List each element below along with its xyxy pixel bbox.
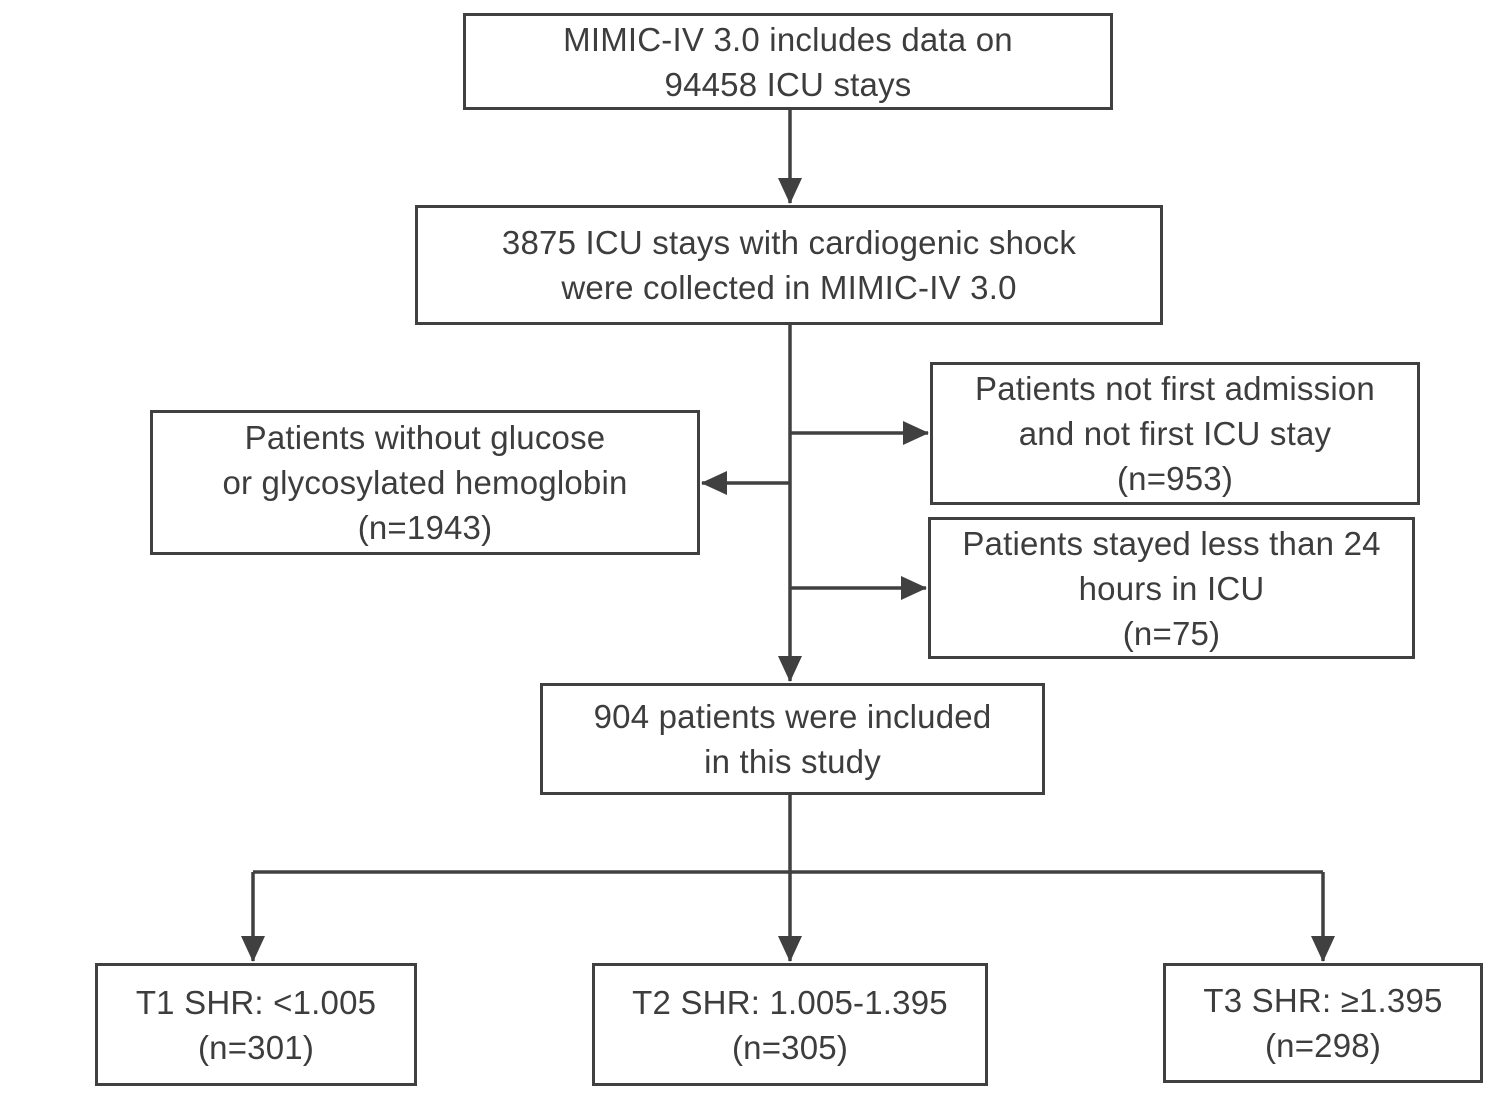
flow-box-text-line: hours in ICU	[1078, 569, 1265, 607]
flow-box-text-line: and not first ICU stay	[1018, 415, 1332, 452]
flow-box-text-line: 94458 ICU stays	[664, 65, 912, 103]
flow-box-count: (n=1943)	[357, 509, 493, 546]
flow-box-included-cohort: 904 patients were included in this study	[540, 683, 1045, 795]
flow-box-collected-cohort: 3875 ICU stays with cardiogenic shock we…	[415, 205, 1163, 325]
flow-box-text-line: Patients not first admission	[975, 370, 1375, 407]
flow-box-text-line: or glycosylated hemoglobin	[222, 464, 628, 501]
flow-box-text-line: T1 SHR: <1.005	[135, 983, 377, 1021]
flow-box-text-line: 3875 ICU stays with cardiogenic shock	[501, 224, 1077, 261]
flow-box-text-line: T3 SHR: ≥1.395	[1203, 982, 1443, 1019]
flow-box-count: (n=75)	[1122, 614, 1221, 652]
flow-box-text-line: T2 SHR: 1.005-1.395	[632, 983, 948, 1021]
flow-box-count: (n=301)	[197, 1028, 315, 1066]
flow-box-count: (n=298)	[1264, 1027, 1382, 1064]
flow-box-tertile-3: T3 SHR: ≥1.395 (n=298)	[1163, 963, 1483, 1083]
flow-box-excluded-short-stay: Patients stayed less than 24 hours in IC…	[928, 517, 1415, 659]
flow-box-count: (n=953)	[1116, 460, 1234, 497]
flow-box-text-line: MIMIC-IV 3.0 includes data on	[563, 20, 1013, 58]
flow-box-source-population: MIMIC-IV 3.0 includes data on 94458 ICU …	[463, 13, 1113, 110]
flow-box-excluded-glucose: Patients without glucose or glycosylated…	[150, 410, 700, 555]
flow-box-tertile-1: T1 SHR: <1.005 (n=301)	[95, 963, 417, 1086]
flow-box-tertile-2: T2 SHR: 1.005-1.395 (n=305)	[592, 963, 988, 1086]
flow-box-text-line: were collected in MIMIC-IV 3.0	[561, 269, 1017, 306]
flow-box-excluded-admission: Patients not first admission and not fir…	[930, 362, 1420, 505]
flow-box-count: (n=305)	[731, 1028, 849, 1066]
flow-box-text-line: Patients without glucose	[244, 419, 606, 456]
flow-box-text-line: in this study	[704, 743, 881, 780]
flow-box-text-line: Patients stayed less than 24	[962, 524, 1381, 562]
flow-box-text-line: 904 patients were included	[593, 698, 992, 735]
